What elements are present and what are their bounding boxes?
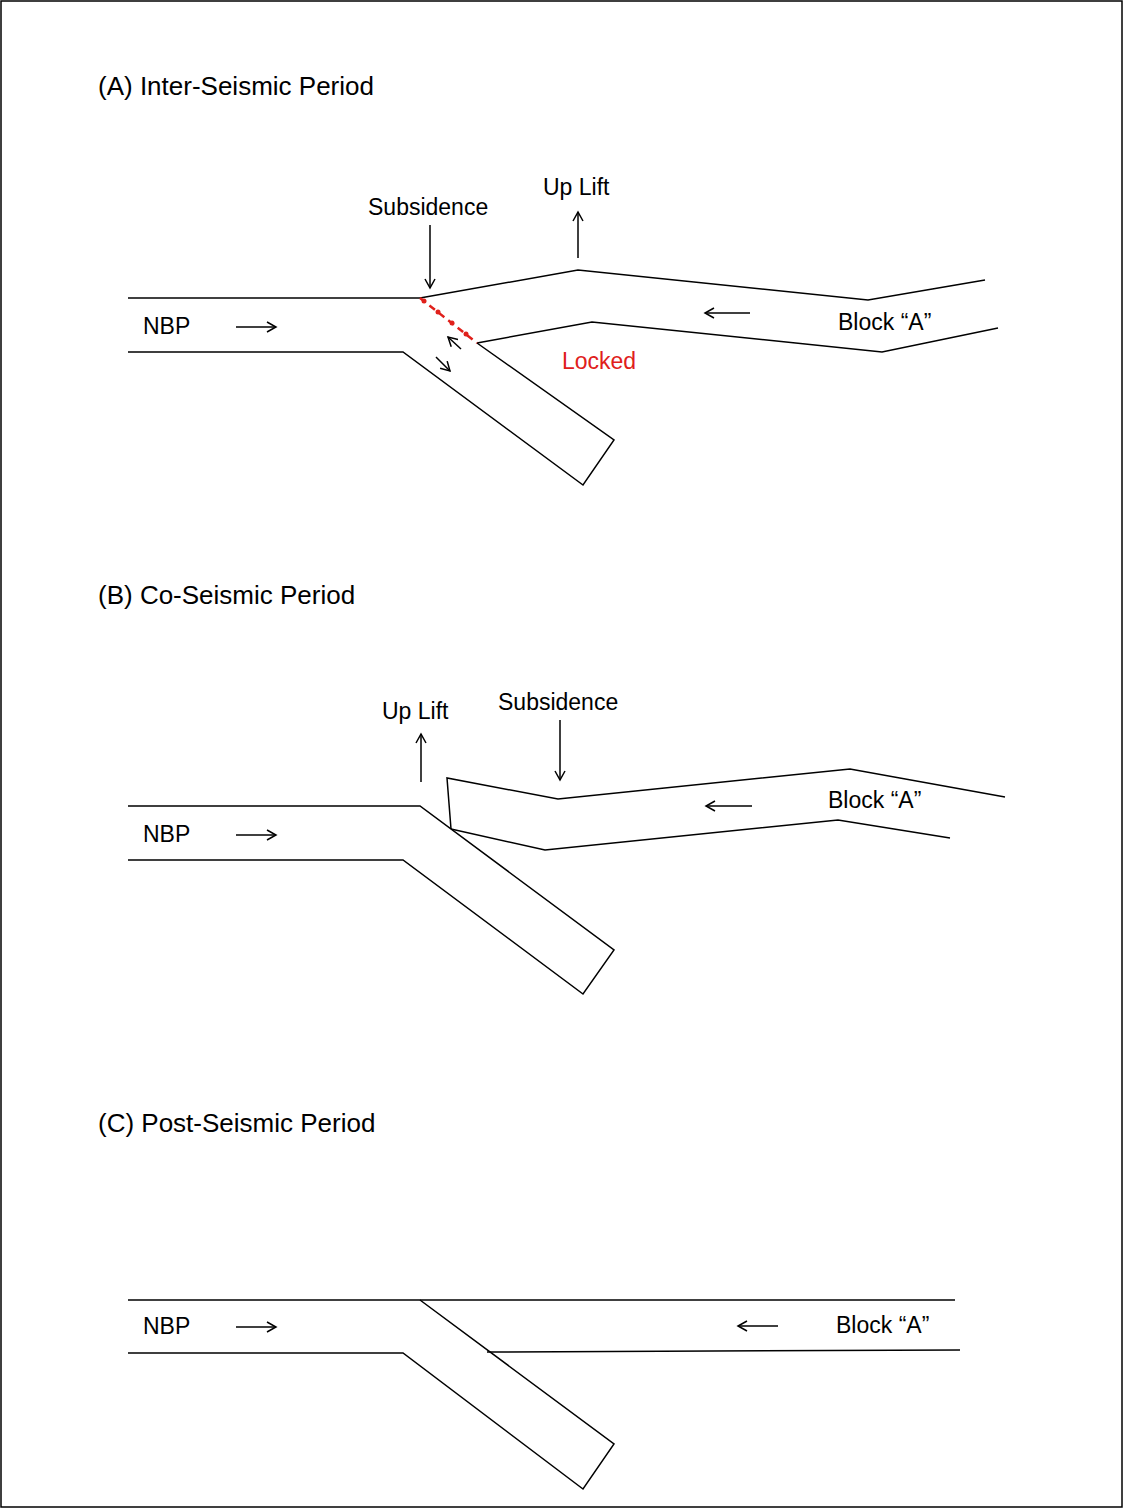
locked-dots <box>422 299 469 337</box>
motion-label: Up Lift <box>543 174 609 202</box>
motion-label: Subsidence <box>368 194 488 222</box>
plate-label: Block “A” <box>836 1312 929 1340</box>
plate-label: NBP <box>143 313 190 341</box>
motion-arrows <box>236 212 778 1327</box>
plate-label: Block “A” <box>838 309 931 337</box>
panel-heading: (A) Inter-Seismic Period <box>98 71 374 102</box>
plate-label: NBP <box>143 821 190 849</box>
panel-heading: (C) Post-Seismic Period <box>98 1108 375 1139</box>
panel-heading: (B) Co-Seismic Period <box>98 580 355 611</box>
panel-c-plates <box>128 1300 960 1489</box>
locked-fault <box>420 298 477 343</box>
fault-label: Locked <box>562 348 636 376</box>
plate-label: Block “A” <box>828 787 921 815</box>
motion-label: Subsidence <box>498 689 618 717</box>
motion-label: Up Lift <box>382 698 448 726</box>
plate-label: NBP <box>143 1313 190 1341</box>
panel-b-plates <box>128 769 1005 994</box>
panel-a-plates <box>128 270 998 485</box>
